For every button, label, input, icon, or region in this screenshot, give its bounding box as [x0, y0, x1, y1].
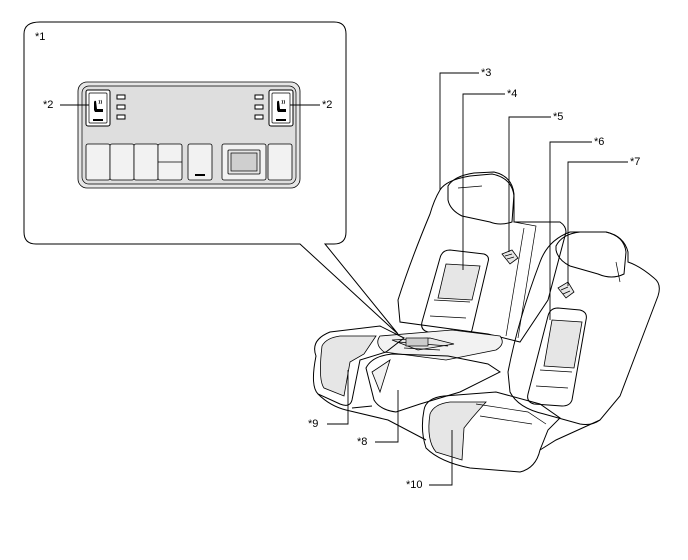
right-headrest [555, 231, 627, 278]
center-armrest-console [377, 329, 503, 361]
leader-9 [327, 370, 349, 425]
callout-3: *3 [481, 67, 491, 79]
right-heat-level-indicators [254, 94, 264, 120]
leader-6 [549, 141, 592, 320]
rear-control-panel [77, 81, 301, 189]
middle-seat-cushion [365, 353, 501, 413]
seat-heater-icon [94, 99, 103, 112]
callout-2-right: *2 [322, 99, 332, 111]
rear-seat-assembly [312, 171, 660, 473]
left-headrest [447, 171, 515, 225]
seat-base [317, 393, 601, 451]
left-seatback-heater [421, 249, 489, 337]
left-heat-level-indicators [116, 94, 126, 120]
callout-8: *8 [357, 436, 367, 448]
left-cushion-heater [320, 335, 377, 397]
left-seat-heater-switch [85, 89, 111, 127]
callout-9: *9 [308, 418, 318, 430]
callout-7: *7 [630, 156, 640, 168]
callout-2-left: *2 [43, 99, 53, 111]
seatbelt-anchor-icon [557, 281, 575, 299]
left-seatback [397, 173, 567, 343]
leader-10 [429, 430, 453, 486]
leader-5 [508, 116, 551, 252]
leader-8 [375, 390, 399, 443]
leader-4 [462, 93, 505, 270]
lower-button-row [85, 143, 293, 181]
right-seatback-heater [527, 307, 587, 407]
right-seat-cushion [421, 391, 561, 473]
seatbelt-anchor-icon [501, 249, 519, 265]
callout-10: *10 [406, 479, 423, 491]
right-cushion-heater [428, 401, 547, 461]
callout-1: *1 [35, 31, 45, 43]
leader-7 [567, 161, 628, 286]
callout-5: *5 [553, 111, 563, 123]
leader-3 [439, 72, 479, 190]
right-seat-heater-switch [268, 89, 294, 127]
callout-6: *6 [594, 136, 604, 148]
callout-4: *4 [507, 88, 517, 100]
left-seat-cushion [312, 325, 405, 406]
seat-heater-icon [277, 99, 286, 112]
